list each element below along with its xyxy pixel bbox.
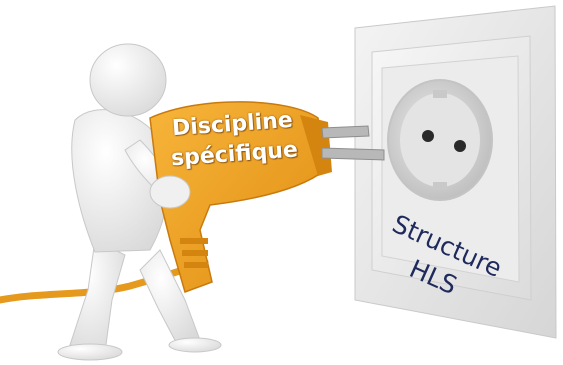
plug-prong-bottom [321, 147, 385, 161]
socket-hole-left [422, 130, 434, 142]
figure-hand [149, 175, 191, 209]
figure [57, 43, 222, 361]
plug-prong-top [321, 125, 370, 139]
wall-socket [354, 5, 557, 339]
plug-label: Discipline spécifique [144, 104, 323, 176]
plug [149, 101, 385, 293]
socket-hole-right [454, 140, 466, 152]
